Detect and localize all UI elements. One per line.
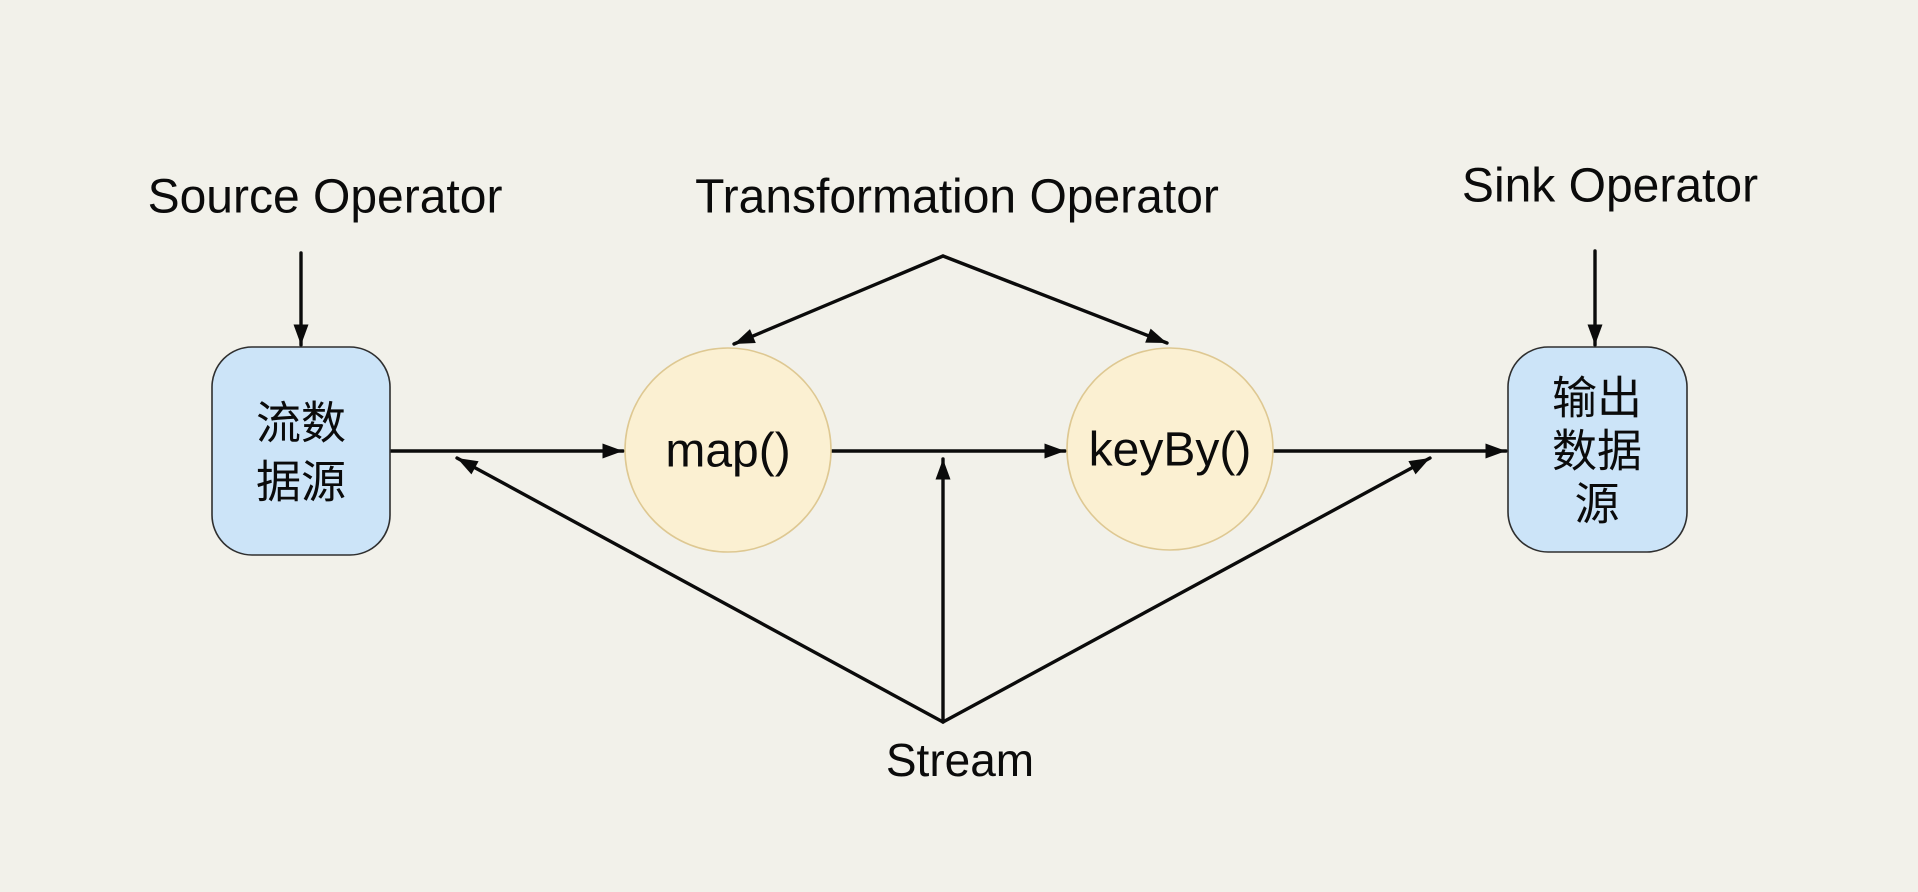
sink-node-label-line3: 源 (1574, 479, 1619, 530)
keyby-node-shape (1066, 347, 1274, 551)
stream-label: Stream (886, 734, 1034, 786)
transformation-operator-label: Transformation Operator (695, 171, 1219, 224)
sink-node: 输出 数据 源 (1507, 346, 1688, 553)
stream-arrow-right (941, 456, 1432, 724)
source-node: 流数 据源 (211, 346, 391, 556)
map-node: map() (624, 347, 832, 553)
transformation-fork-right-arrow (941, 254, 1169, 345)
map-node-label: map() (665, 425, 790, 478)
source-operator-label: Source Operator (148, 171, 503, 224)
sink-node-label-line1: 输出 (1552, 373, 1642, 424)
keyby-node: keyBy() (1066, 347, 1274, 551)
transformation-fork-left-arrow (732, 254, 945, 346)
keyby-node-label: keyBy() (1089, 424, 1252, 477)
sink-node-shape (1507, 346, 1688, 553)
source-node-label-line2: 据源 (256, 457, 346, 508)
stream-arrow-left (455, 456, 945, 724)
sink-operator-label: Sink Operator (1462, 160, 1758, 213)
source-node-label-line1: 流数 (256, 398, 346, 449)
sink-node-label-line2: 数据 (1552, 426, 1642, 477)
map-node-shape (624, 347, 832, 553)
source-node-shape (211, 346, 391, 556)
